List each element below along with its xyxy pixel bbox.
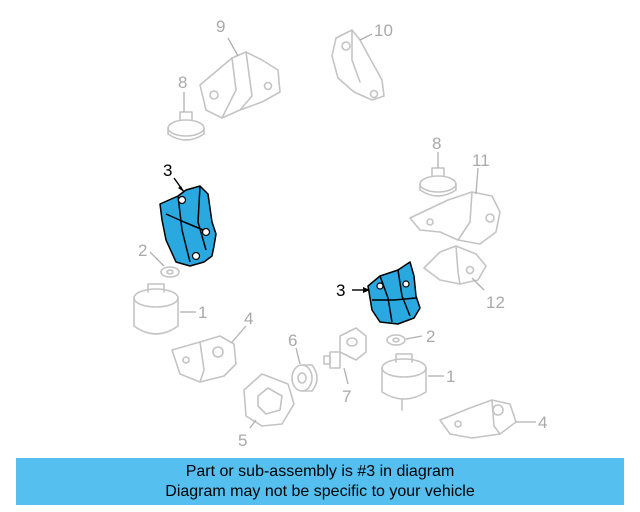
callout-2-right: 2 (426, 327, 435, 346)
callout-4-right: 4 (538, 413, 547, 432)
banner-line-2: Diagram may not be specific to your vehi… (165, 483, 475, 500)
banner-line-1: Part or sub-assembly is #3 in diagram (185, 463, 455, 480)
part-4-bracket-right (439, 399, 536, 439)
callout-6: 6 (288, 331, 297, 350)
part-6-bushing (291, 347, 318, 392)
callout-4-left: 4 (244, 309, 253, 328)
part-1-mount-right (381, 353, 444, 411)
part-3-bracket-left-highlighted (159, 177, 217, 267)
part-7-stud-mount (323, 327, 367, 385)
parts-diagram: 9 10 8 8 11 12 (133, 17, 547, 450)
callout-1-right: 1 (446, 367, 455, 386)
info-banner: Part or sub-assembly is #3 in diagram Di… (16, 458, 624, 505)
callout-8-left: 8 (178, 73, 187, 92)
callout-10: 10 (374, 21, 393, 40)
callout-7: 7 (342, 387, 351, 406)
part-4-bracket-left (171, 325, 247, 383)
callout-11: 11 (472, 151, 490, 170)
part-3-bracket-right-highlighted (352, 261, 421, 325)
part-5-plate (243, 373, 295, 429)
part-2-washer-right (386, 334, 423, 346)
callout-9: 9 (216, 17, 225, 36)
part-12-bracket (423, 245, 487, 291)
callout-2-left: 2 (138, 241, 147, 260)
part-11-bracket (409, 167, 501, 245)
part-2-washer-left (149, 251, 180, 278)
part-8-mount-right (419, 152, 457, 197)
callout-8-right: 8 (432, 134, 441, 153)
callout-5: 5 (238, 431, 247, 450)
callout-3-right: 3 (336, 281, 345, 300)
callout-1-left: 1 (198, 303, 207, 322)
part-1-mount-left (133, 283, 196, 335)
callout-12: 12 (486, 293, 505, 312)
part-10-bracket (331, 29, 385, 101)
callout-3-left: 3 (163, 161, 172, 180)
part-8-mount-left (167, 92, 205, 141)
part-9-bracket (199, 37, 281, 119)
